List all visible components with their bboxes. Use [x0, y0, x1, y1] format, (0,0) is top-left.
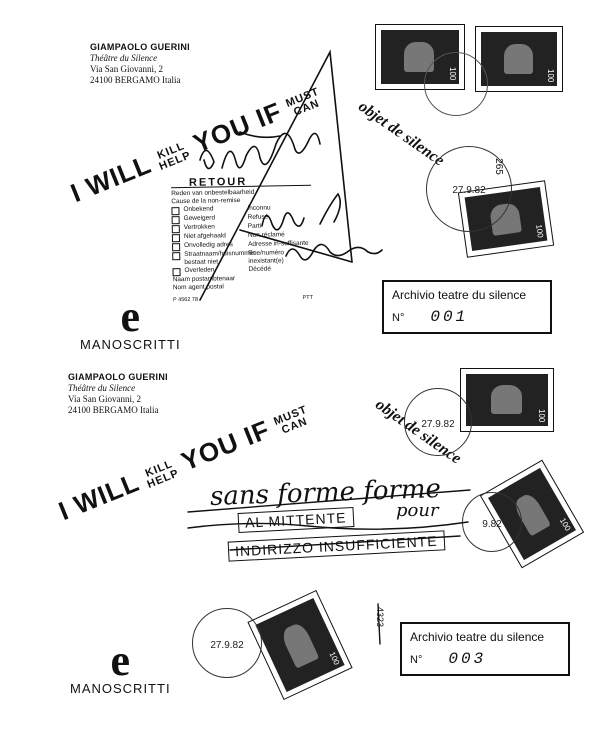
- retour-option-fr: Rue/numéro inexistant(e): [248, 249, 285, 265]
- retour-label: RETOUR Reden van onbestelbaarheid Cause …: [170, 176, 314, 304]
- slogan-you-if: YOU IF: [188, 96, 287, 159]
- postage-stamp: 100: [475, 26, 563, 92]
- postmark: 9.82: [462, 492, 522, 552]
- retour-ref: P 4562 78: [172, 296, 199, 304]
- sender-city: 24100 BERGAMO Italia: [68, 405, 159, 415]
- handwritten-scrawl-2: pour: [396, 500, 439, 521]
- slogan-must-can: MUST CAN: [272, 404, 313, 439]
- archive-no-label: N°: [410, 654, 423, 666]
- slogan-i-will: I WILL: [66, 148, 156, 209]
- postmark: 27.9.82: [404, 388, 472, 456]
- postmark: 27.9.82: [192, 608, 262, 678]
- margin-note: 4323: [375, 606, 386, 628]
- slogan-kill-help: KILL HELP: [142, 458, 181, 491]
- archive-label: Archivio teatre du silence N° 001: [382, 280, 552, 334]
- return-stamp-indirizzo: INDIRIZZO INSUFFICIENTE: [227, 530, 446, 562]
- retour-option-nl: Straatnaam/huisnummer bestaat niet: [184, 249, 256, 267]
- stamp-value: 100: [546, 68, 555, 82]
- postage-stamp: 100: [247, 589, 353, 701]
- manoscritti-logo: e MANOSCRITTI: [80, 292, 181, 354]
- sender-city: 24100 BERGAMO Italia: [90, 75, 181, 85]
- sender-name: GIAMPAOLO GUERINI: [68, 372, 168, 382]
- postcard-001: GIAMPAOLO GUERINI Théâtre du Silence Via…: [0, 0, 610, 360]
- postmark-partial: [424, 52, 488, 116]
- archive-no-label: N°: [392, 312, 405, 324]
- archive-title: Archivio teatre du silence: [392, 288, 527, 302]
- objet-de-silence: objet de silence: [355, 98, 448, 170]
- sender-address: GIAMPAOLO GUERINI Théâtre du Silence Via…: [90, 42, 190, 86]
- logo-word: MANOSCRITTI: [70, 681, 171, 696]
- retour-option-fr: Refusé: [247, 213, 269, 221]
- slogan-must-can: MUST CAN: [284, 86, 325, 121]
- slogan-i-will: I WILL: [54, 466, 144, 527]
- slogan-kill-help: KILL HELP: [154, 140, 193, 173]
- archive-number: 003: [448, 650, 487, 668]
- postmark-code: 265: [493, 158, 505, 175]
- stamp-value: 100: [327, 650, 342, 667]
- postage-stamp: 100: [460, 368, 554, 432]
- logo-letter: e: [110, 636, 131, 685]
- slogan-you-if: YOU IF: [176, 414, 275, 477]
- stamp-value: 100: [557, 516, 573, 533]
- logo-letter: e: [120, 292, 141, 341]
- postmark: 27.9.82 265: [426, 146, 512, 232]
- retour-option-fr: Parti: [247, 222, 262, 230]
- stamp-value: 100: [537, 408, 546, 422]
- postmark-date-3: 27.9.82: [210, 639, 244, 651]
- manoscritti-logo: e MANOSCRITTI: [70, 636, 171, 698]
- retour-option-fr: Décédé: [248, 265, 271, 273]
- retour-ptt: PTT: [302, 294, 314, 301]
- retour-option-fr: Inconnu: [247, 204, 271, 212]
- archive-number: 001: [430, 308, 469, 326]
- retour-footer-fr: Nom agent postal: [172, 283, 224, 292]
- archive-label: Archivio teatre du silence N° 003: [400, 622, 570, 676]
- archive-title: Archivio teatre du silence: [410, 630, 545, 644]
- sender-address: GIAMPAOLO GUERINI Théâtre du Silence Via…: [68, 372, 168, 416]
- postmark-date: 27.9.82: [452, 184, 486, 196]
- logo-word: MANOSCRITTI: [80, 337, 181, 352]
- retour-title: RETOUR: [170, 176, 312, 189]
- sender-street: Via San Giovanni, 2: [90, 64, 163, 74]
- postcard-003: GIAMPAOLO GUERINI Théâtre du Silence Via…: [0, 360, 610, 737]
- sender-subtitle: Théâtre du Silence: [68, 383, 136, 393]
- postmark-date-2: 9.82: [482, 519, 502, 531]
- stamp-value: 100: [534, 223, 545, 239]
- sender-subtitle: Théâtre du Silence: [90, 53, 158, 63]
- sender-street: Via San Giovanni, 2: [68, 394, 141, 404]
- postmark-date: 27.9.82: [421, 418, 455, 430]
- sender-name: GIAMPAOLO GUERINI: [90, 42, 190, 52]
- return-stamp-mittente: AL MITTENTE: [237, 506, 354, 534]
